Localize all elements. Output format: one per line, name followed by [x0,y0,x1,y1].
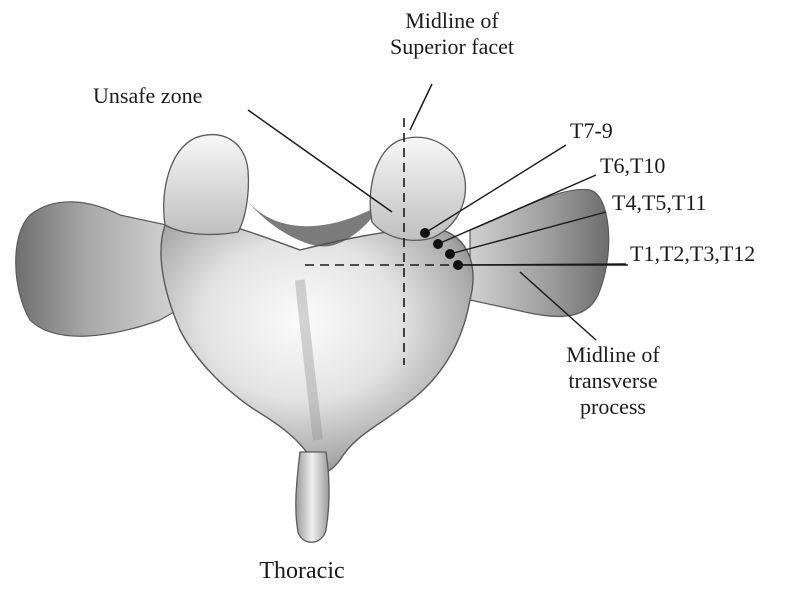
entry-point-t6-t10 [433,239,443,249]
superior-facet-label-line2: Superior facet [362,34,542,60]
entry-label-t7-9: T7-9 [570,118,613,144]
entry-point-t4-t5-t11 [445,249,455,259]
unsafe-zone-leader [248,110,392,212]
t1-t2-t3-t12-leader [458,264,626,265]
right-transverse-process [470,189,609,316]
unsafe-zone-label: Unsafe zone [93,83,202,109]
entry-label-t4-t5-t11: T4,T5,T11 [612,190,707,216]
diagram-title: Thoracic [232,558,372,584]
superior-facet-leader [410,84,432,130]
transverse-label-line2: transverse [538,368,688,394]
entry-label-t6-t10: T6,T10 [600,153,665,179]
entry-point-t1-t2-t3-t12 [453,260,463,270]
superior-facet-midline-label: Midline of Superior facet [362,8,542,60]
entry-point-t7-9 [420,228,430,238]
transverse-label-line3: process [538,394,688,420]
spinous-process [296,452,329,542]
right-superior-facet [370,137,465,240]
entry-label-t1-t2-t3-t12: T1,T2,T3,T12 [630,241,755,267]
superior-facet-label-line1: Midline of [362,8,542,34]
transverse-process-midline-label: Midline of transverse process [538,342,688,420]
transverse-label-line1: Midline of [538,342,688,368]
left-superior-facet [164,135,249,235]
